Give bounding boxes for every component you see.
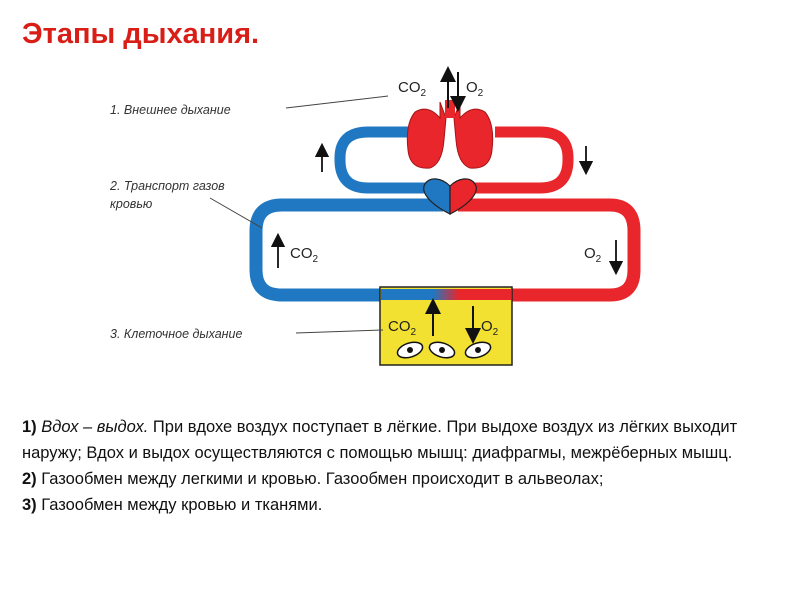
o2-label-tissue: O2 bbox=[481, 318, 499, 338]
tissue-cells bbox=[379, 286, 513, 366]
systemic-circulation bbox=[246, 195, 644, 305]
respiration-diagram: CO2 O2 CO2 O2 CO2 O2 1. Внешнее дыхание … bbox=[109, 66, 644, 366]
stage-label-cellular: 3. Клеточное дыхание bbox=[110, 327, 243, 341]
paragraph-1: 1) Вдох – выдох. При вдохе воздух поступ… bbox=[22, 418, 738, 462]
leader-line bbox=[295, 329, 384, 334]
co2-label-tissue: CO2 bbox=[388, 318, 417, 338]
pulmonary-circulation bbox=[331, 123, 577, 197]
co2-label-venous: CO2 bbox=[290, 245, 319, 265]
heart-icon bbox=[423, 178, 477, 215]
description-text: 1) Вдох – выдох. При вдохе воздух поступ… bbox=[22, 414, 782, 518]
cell-icon bbox=[428, 341, 456, 359]
lungs-icon bbox=[406, 100, 494, 169]
co2-label-lungs: CO2 bbox=[398, 79, 427, 99]
page-title: Этапы дыхания. bbox=[22, 18, 260, 50]
leader-line bbox=[285, 95, 389, 109]
stage-label-external: 1. Внешнее дыхание bbox=[110, 103, 231, 117]
paragraph-2: 2) Газообмен между легкими и кровью. Газ… bbox=[22, 470, 604, 488]
o2-label-arterial: O2 bbox=[584, 245, 602, 265]
o2-label-lungs: O2 bbox=[466, 79, 484, 99]
leader-line bbox=[209, 197, 263, 229]
cell-icon bbox=[396, 341, 424, 359]
stage-label-transport: 2. Транспорт газов bbox=[109, 179, 225, 193]
stage-label-transport-cont: кровью bbox=[110, 197, 153, 211]
paragraph-3: 3) Газообмен между кровью и тканями. bbox=[22, 496, 323, 514]
